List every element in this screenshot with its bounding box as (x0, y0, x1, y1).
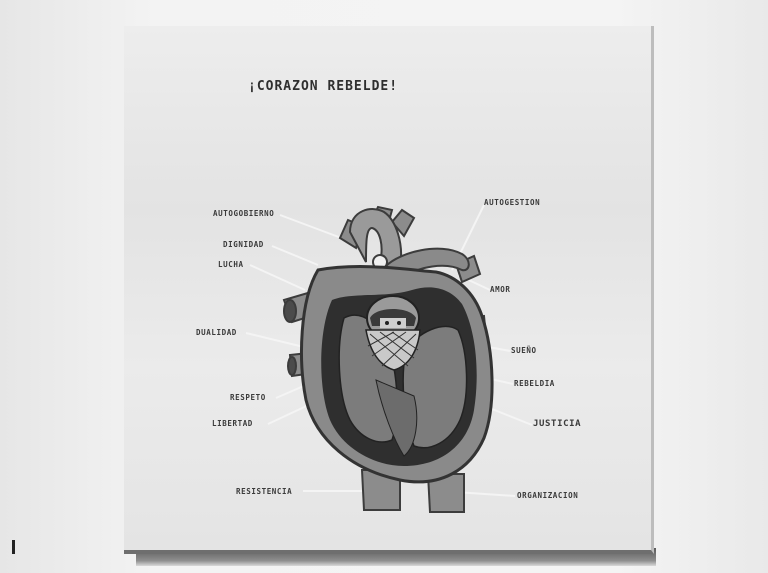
label-dualidad: DUALIDAD (196, 328, 237, 337)
label-lucha: LUCHA (218, 260, 244, 269)
painting-title: ¡CORAZON REBELDE! (248, 79, 428, 94)
label-amor: AMOR (490, 285, 510, 294)
label-libertad: LIBERTAD (212, 419, 253, 428)
label-justicia: JUSTICIA (533, 419, 581, 429)
label-respeto: RESPETO (230, 393, 266, 402)
label-autogobierno: AUTOGOBIERNO (213, 209, 274, 218)
label-autogestion: AUTOGESTION (484, 198, 540, 207)
label-rebeldia: REBELDIA (514, 379, 555, 388)
label-sueno: SUEÑO (511, 346, 537, 355)
label-dignidad: DIGNIDAD (223, 240, 264, 249)
label-organizacion: ORGANIZACION (517, 491, 578, 500)
label-resistencia: RESISTENCIA (236, 487, 292, 496)
